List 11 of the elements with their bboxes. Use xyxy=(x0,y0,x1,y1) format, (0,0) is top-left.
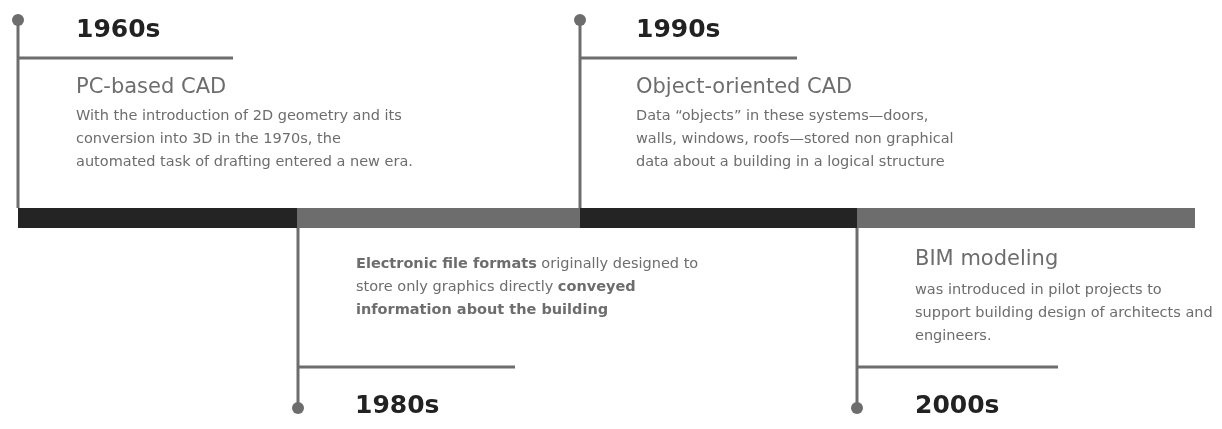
milestone-heading: Object-oriented CAD xyxy=(636,74,853,98)
milestone-heading: PC-based CAD xyxy=(76,74,227,98)
milestone-description: Data “objects” in these systems—doors, walls, windows, roofs—stored non graphical data about a building in a logical structure xyxy=(636,106,955,171)
milestone-description: was introduced in pilot projects to support building design of architects and engineers. xyxy=(915,280,1214,345)
decade-label: 1960s xyxy=(76,14,161,43)
decade-label: 1980s xyxy=(355,390,440,419)
milestone-description: With the introduction of 2D geometry and its conversion into 3D in the 1970s, the automated task of drafting entered a new era. xyxy=(76,106,414,171)
decade-label: 2000s xyxy=(915,390,1000,419)
decade-label: 1990s xyxy=(636,14,721,43)
milestone-description: Electronic file formats originally designed to store only graphics directly conveyed information about the building xyxy=(356,254,700,319)
milestone-heading: BIM modeling xyxy=(915,246,1059,270)
